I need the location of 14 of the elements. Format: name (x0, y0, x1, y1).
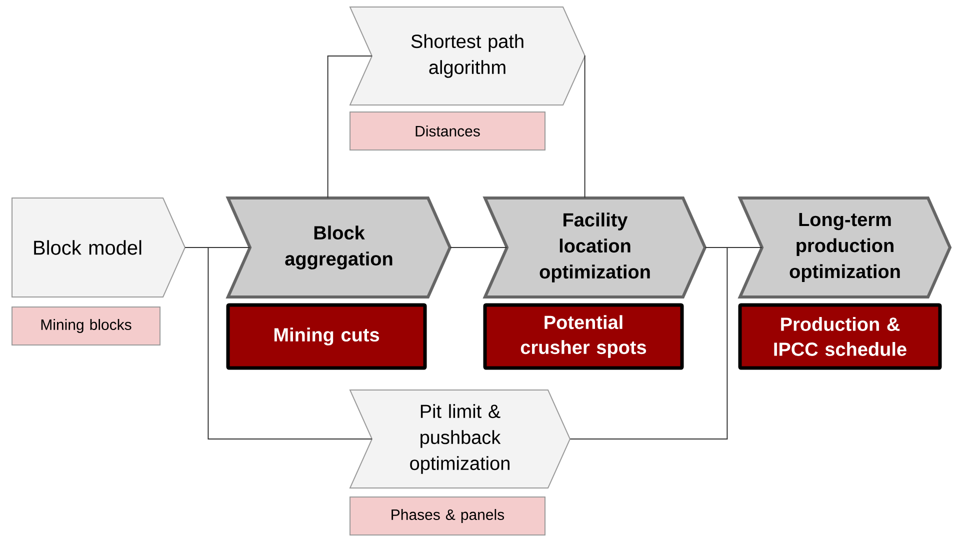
result-box: Mining cuts (226, 303, 427, 370)
output-tag: Mining blocks (12, 306, 161, 346)
connector-line (584, 56, 586, 198)
connector-line (570, 247, 762, 440)
chevron-step: Long-term production optimization (738, 196, 952, 298)
result-box: Potential crusher spots (483, 303, 684, 370)
chevron-step: Shortest path algorithm (349, 6, 586, 106)
result-box: Production & IPCC schedule (738, 303, 942, 370)
chevron-step: Block aggregation (226, 196, 452, 298)
output-tag: Phases & panels (350, 496, 546, 536)
connector-line (450, 247, 508, 248)
output-tag: Distances (350, 112, 546, 150)
chevron-step: Facility location optimization (482, 196, 707, 298)
chevron-step: Pit limit & pushback optimization (349, 390, 571, 488)
